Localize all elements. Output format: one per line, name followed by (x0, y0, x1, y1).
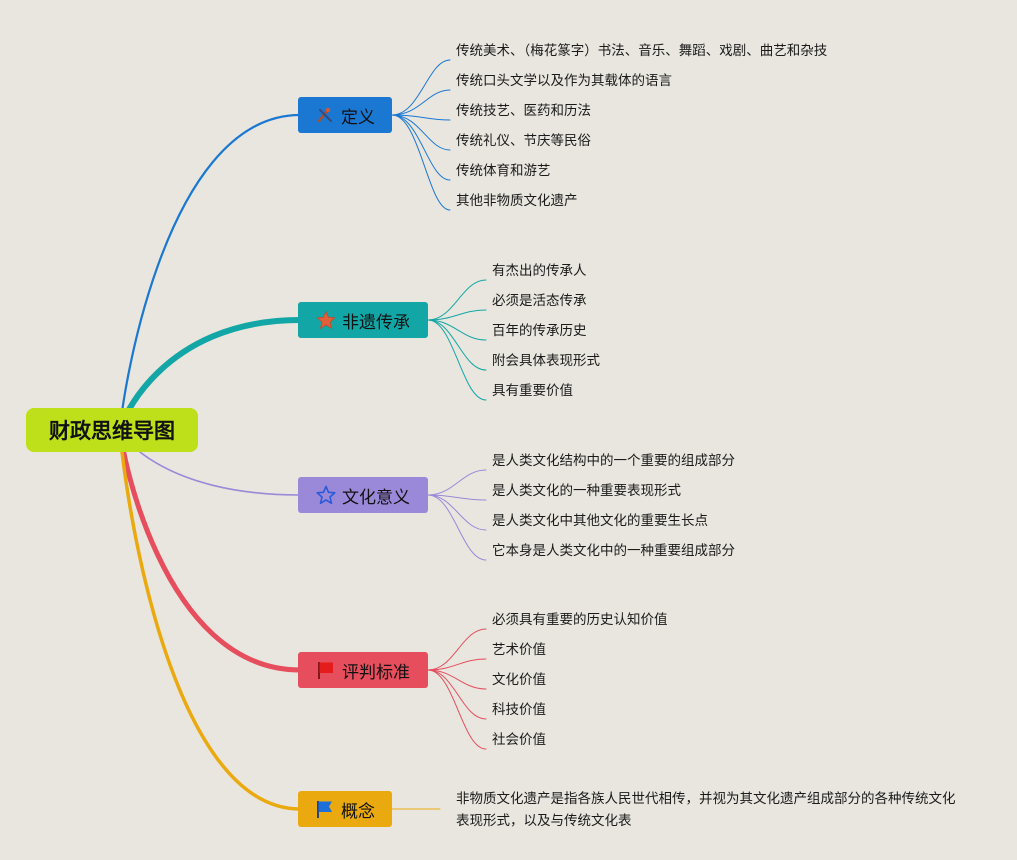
leaf-item[interactable]: 附会具体表现形式 (492, 353, 600, 369)
leaf-item[interactable]: 有杰出的传承人 (492, 263, 587, 279)
leaf-connector-1-4 (427, 319, 487, 401)
leaf-connector-3-4 (427, 669, 487, 750)
star-outline-icon (316, 485, 336, 505)
leaf-item[interactable]: 传统技艺、医药和历法 (456, 103, 591, 119)
leaf-item[interactable]: 科技价值 (492, 702, 546, 718)
leaf-item[interactable]: 是人类文化中其他文化的重要生长点 (492, 513, 708, 529)
leaf-connector-2-2 (427, 494, 487, 531)
branch-connector-4 (118, 428, 302, 811)
root-label: 财政思维导图 (49, 419, 175, 443)
leaf-item[interactable]: 非物质文化遗产是指各族人民世代相传，并视为其文化遗产组成部分的各种传统文化表现形… (456, 791, 956, 829)
leaf-item[interactable]: 它本身是人类文化中的一种重要组成部分 (492, 543, 735, 559)
leaf-item[interactable]: 传统口头文学以及作为其载体的语言 (456, 73, 672, 89)
leaf-connector-1-3 (427, 319, 487, 371)
branch-label: 非遗传承 (342, 312, 410, 333)
leaf-connector-2-3 (427, 494, 487, 561)
branch-node-4[interactable]: 概念 (298, 791, 392, 827)
branch-label: 概念 (341, 801, 375, 822)
leaf-item[interactable]: 传统礼仪、节庆等民俗 (456, 133, 591, 149)
leaf-connector-0-3 (391, 114, 451, 151)
leaf-connector-1-0 (427, 279, 487, 321)
leaf-item[interactable]: 是人类文化的一种重要表现形式 (492, 483, 681, 499)
branch-node-1[interactable]: 非遗传承 (298, 302, 428, 338)
leaf-connector-2-0 (427, 469, 487, 496)
leaf-item[interactable]: 文化价值 (492, 672, 546, 688)
leaf-item[interactable]: 是人类文化结构中的一个重要的组成部分 (492, 453, 735, 469)
leaf-item[interactable]: 必须是活态传承 (492, 293, 587, 309)
branch-label: 评判标准 (342, 662, 410, 683)
leaf-connector-0-1 (391, 89, 451, 116)
branch-label: 定义 (341, 107, 375, 128)
leaf-item[interactable]: 必须具有重要的历史认知价值 (492, 612, 668, 628)
leaf-connector-0-4 (391, 114, 451, 181)
leaf-connector-3-2 (427, 669, 487, 690)
leaf-connector-3-1 (427, 658, 487, 671)
leaf-item[interactable]: 传统美术、（梅花篆字）书法、音乐、舞蹈、戏剧、曲艺和杂技 (456, 43, 828, 59)
leaf-connector-0-5 (391, 114, 451, 211)
star-filled-icon (316, 310, 336, 330)
branch-node-3[interactable]: 评判标准 (298, 652, 428, 688)
branch-connector-3 (117, 427, 303, 673)
branch-node-0[interactable]: 定义 (298, 97, 392, 133)
branch-node-2[interactable]: 文化意义 (298, 477, 428, 513)
leaf-connector-0-2 (391, 114, 451, 121)
leaf-item[interactable]: 传统体育和游艺 (456, 163, 551, 179)
red-flag-icon (316, 660, 336, 680)
leaf-item[interactable]: 其他非物质文化遗产 (456, 193, 578, 209)
leaf-connector-3-3 (427, 669, 487, 720)
leaf-connector-0-0 (391, 59, 451, 116)
leaf-item[interactable]: 具有重要价值 (492, 383, 573, 399)
tools-icon (315, 105, 335, 125)
leaf-item[interactable]: 艺术价值 (492, 642, 546, 658)
leaf-item[interactable]: 百年的传承历史 (492, 323, 587, 339)
leaf-item[interactable]: 社会价值 (492, 732, 546, 748)
leaf-connector-1-2 (427, 319, 487, 341)
root-node[interactable]: 财政思维导图 (26, 408, 198, 452)
branch-label: 文化意义 (342, 487, 410, 508)
leaf-connector-2-1 (427, 494, 487, 501)
blue-flag-icon (315, 799, 335, 819)
leaf-connector-3-0 (427, 628, 487, 671)
leaf-connector-1-1 (427, 309, 487, 321)
